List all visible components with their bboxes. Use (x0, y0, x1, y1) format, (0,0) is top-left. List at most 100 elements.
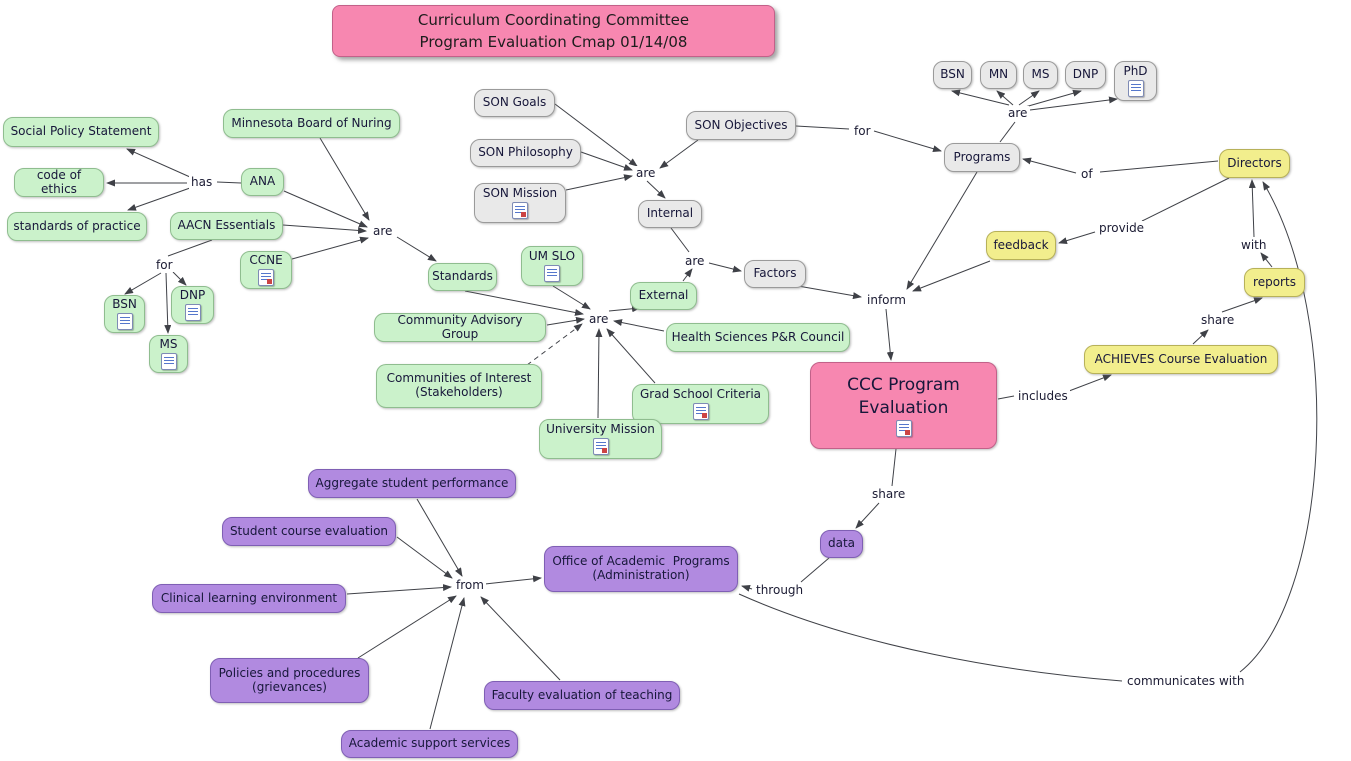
link-label-provide[interactable]: provide (1097, 221, 1147, 235)
node-standards-of-practice[interactable]: standards of practice (7, 212, 147, 241)
node-ms-top[interactable]: MS (1023, 61, 1058, 89)
node-label: standards of practice (13, 218, 141, 233)
node-office-of-academic-programs[interactable]: Office of Academic Programs (Administrat… (544, 546, 738, 592)
resource-icon[interactable] (116, 312, 133, 330)
node-bsn-top[interactable]: BSN (933, 61, 972, 89)
node-bsn-left[interactable]: BSN (104, 295, 145, 333)
node-dnp-top[interactable]: DNP (1065, 61, 1106, 89)
resource-icon[interactable] (184, 303, 201, 321)
link-label-for-programs[interactable]: for (852, 124, 873, 138)
link-label-for-degrees[interactable]: for (154, 258, 175, 272)
link-label-with[interactable]: with (1239, 238, 1269, 252)
link-label-share-reports[interactable]: share (1199, 313, 1237, 327)
node-label: Programs (953, 149, 1011, 164)
resource-icon[interactable] (544, 264, 560, 282)
node-achieves-course-evaluation[interactable]: ACHIEVES Course Evaluation (1084, 345, 1278, 374)
node-code-of-ethics[interactable]: code of ethics (14, 168, 104, 197)
edge-are-dnp-top (1024, 89, 1082, 108)
node-son-mission[interactable]: SON Mission (474, 183, 566, 223)
node-label: code of ethics (36, 167, 85, 196)
edge-has-social-policy (126, 148, 191, 178)
resource-icon[interactable] (592, 437, 609, 455)
node-internal[interactable]: Internal (638, 200, 702, 228)
link-label-through[interactable]: through (754, 583, 806, 597)
node-aggregate-student-performance[interactable]: Aggregate student performance (308, 469, 516, 498)
edge-internal-are-factors (670, 227, 690, 253)
link-label-of[interactable]: of (1079, 167, 1095, 181)
resource-icon[interactable] (692, 402, 709, 420)
resource-icon[interactable] (512, 201, 528, 219)
node-label: Health Sciences P&R Council (671, 329, 845, 344)
edge-with-directors (1248, 179, 1256, 238)
link-label-are-external[interactable]: are (587, 312, 611, 326)
node-feedback[interactable]: feedback (986, 231, 1056, 260)
node-academic-support-services[interactable]: Academic support services (341, 730, 518, 758)
edge-share-reports (1221, 297, 1263, 313)
link-label-share-data[interactable]: share (870, 487, 908, 501)
node-data[interactable]: data (820, 530, 863, 558)
node-grad-school-criteria[interactable]: Grad School Criteria (632, 384, 769, 424)
edge-achieves-share (1192, 329, 1209, 345)
node-label: SON Objectives (694, 117, 788, 132)
resource-icon[interactable] (1127, 79, 1144, 97)
node-label: Communities of Interest (Stakeholders) (386, 371, 532, 399)
link-label-has[interactable]: has (189, 175, 215, 189)
link-label-are-factors[interactable]: are (683, 254, 707, 268)
node-ccne[interactable]: CCNE (240, 251, 292, 289)
node-directors[interactable]: Directors (1219, 149, 1290, 178)
node-um-slo[interactable]: UM SLO (521, 246, 583, 286)
node-son-goals[interactable]: SON Goals (474, 89, 555, 117)
node-programs[interactable]: Programs (944, 143, 1020, 172)
node-ana[interactable]: ANA (241, 168, 284, 196)
node-mn-top[interactable]: MN (980, 61, 1017, 89)
resource-icon[interactable] (258, 268, 274, 286)
resource-icon[interactable] (895, 419, 912, 437)
node-student-course-evaluation[interactable]: Student course evaluation (222, 517, 396, 546)
edge-communicates-with-directors (1239, 181, 1318, 673)
edge-aacn-for (167, 239, 213, 257)
node-factors[interactable]: Factors (744, 260, 806, 288)
node-son-philosophy[interactable]: SON Philosophy (470, 139, 581, 167)
node-university-mission[interactable]: University Mission (539, 419, 662, 459)
node-ccc-program-evaluation[interactable]: CCC Program Evaluation (810, 362, 997, 449)
node-label: SON Goals (482, 95, 547, 110)
edge-feedback-inform (912, 260, 991, 292)
node-standards[interactable]: Standards (428, 263, 497, 291)
node-reports[interactable]: reports (1244, 268, 1305, 297)
node-community-advisory-group[interactable]: Community Advisory Group (374, 313, 546, 342)
node-social-policy-statement[interactable]: Social Policy Statement (3, 117, 159, 147)
link-label-are-programs[interactable]: are (1006, 106, 1030, 120)
link-label-inform[interactable]: inform (865, 293, 908, 307)
node-son-objectives[interactable]: SON Objectives (686, 111, 796, 140)
node-label: SON Philosophy (478, 145, 573, 160)
link-label-are-standards[interactable]: are (371, 224, 395, 238)
node-policies-and-procedures[interactable]: Policies and procedures (grievances) (210, 658, 369, 703)
node-label: Standards (432, 269, 493, 284)
node-faculty-evaluation-of-teaching[interactable]: Faculty evaluation of teaching (484, 681, 680, 710)
edge-ccc-share-data (891, 448, 897, 487)
node-label: ACHIEVES Course Evaluation (1094, 351, 1268, 366)
link-label-communicates-with[interactable]: communicates with (1125, 674, 1247, 688)
node-phd-top[interactable]: PhD (1114, 61, 1157, 101)
resource-icon[interactable] (160, 352, 177, 370)
edge-ccc-includes (997, 395, 1015, 400)
edge-for-programs (873, 130, 942, 153)
edge-data-through (800, 557, 830, 583)
link-label-from[interactable]: from (454, 578, 486, 592)
node-external[interactable]: External (630, 282, 697, 310)
node-ms-left[interactable]: MS (149, 335, 188, 373)
node-minnesota-board-of-nursing[interactable]: Minnesota Board of Nuring (223, 109, 400, 138)
node-health-sciences-pr-council[interactable]: Health Sciences P&R Council (666, 323, 850, 352)
link-label-are-internal[interactable]: are (634, 166, 658, 180)
link-label-includes[interactable]: includes (1016, 389, 1070, 403)
edge-ccne-are (291, 236, 369, 260)
node-label: PhD (1123, 64, 1148, 79)
edge-for-ms (164, 272, 172, 334)
node-dnp-left[interactable]: DNP (171, 286, 214, 324)
node-aacn-essentials[interactable]: AACN Essentials (170, 212, 283, 240)
node-label: UM SLO (528, 249, 576, 264)
node-label: data (827, 536, 856, 551)
node-clinical-learning-environment[interactable]: Clinical learning environment (152, 584, 346, 613)
node-communities-of-interest[interactable]: Communities of Interest (Stakeholders) (376, 364, 542, 408)
node-label: Faculty evaluation of teaching (491, 687, 673, 702)
